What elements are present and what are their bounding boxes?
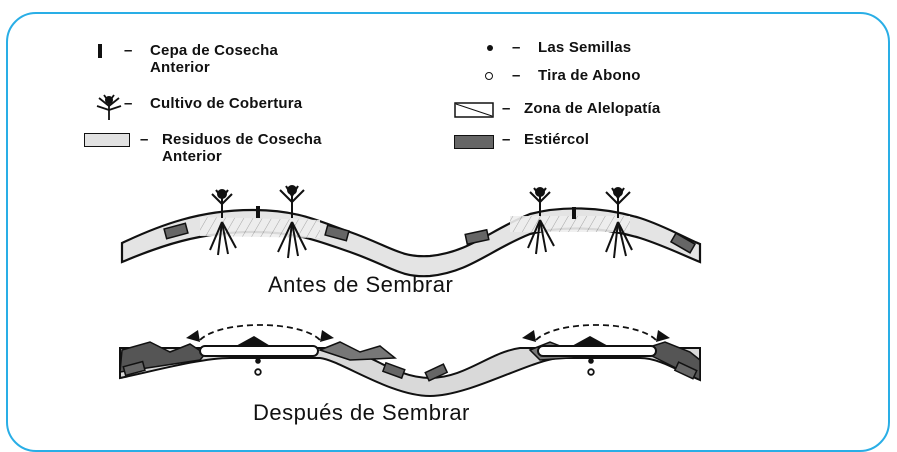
caption-after-planting: Después de Sembrar (253, 400, 470, 425)
soil-profile-diagrams (119, 185, 702, 398)
legend-label-residue-line1: Residuos de Cosecha (162, 131, 322, 148)
manure-block (669, 232, 697, 254)
manure-block (163, 222, 189, 240)
crop-stub-symbol (98, 44, 102, 58)
allelopathy-zone-symbol (454, 102, 494, 118)
manure-block (464, 228, 490, 246)
manure-block (122, 360, 146, 377)
legend-label-allelopathy: Zona de Alelopatía (524, 100, 661, 117)
allelopathy-zone (510, 216, 630, 232)
crop-stub (572, 207, 576, 219)
legend-label-cover-crop: Cultivo de Cobertura (150, 95, 303, 112)
allelopathy-zone (200, 217, 320, 238)
caption-before-planting: Antes de Sembrar (268, 272, 454, 297)
manure-block (673, 361, 698, 380)
manure-symbol (454, 135, 494, 149)
seed-row-mound (570, 336, 610, 347)
legend-dash: – (502, 100, 511, 117)
legend-dash: – (512, 67, 521, 84)
planting-strip (199, 345, 319, 357)
legend-label-crop-stub-line1: Cepa de Cosecha (150, 42, 279, 59)
residue-symbol (84, 133, 130, 147)
manure-block (381, 361, 406, 380)
seed-row-mound (234, 336, 272, 347)
cover-crop-symbol (96, 94, 122, 120)
before-planting-profile (120, 185, 702, 278)
legend-label-crop-stub-line2: Anterior (150, 59, 210, 76)
legend-dash: – (512, 39, 521, 56)
fertilizer-marker (587, 368, 595, 376)
legend-dash: – (124, 95, 133, 112)
crop-stub (256, 206, 260, 218)
manure-block (324, 224, 350, 242)
legend-dash: – (124, 42, 133, 59)
legend-label-residue-line2: Anterior (162, 148, 222, 165)
legend-label-manure: Estiércol (524, 131, 590, 148)
legend-dash: – (502, 131, 511, 148)
seed-marker (255, 358, 261, 364)
legend-label-seeds: Las Semillas (538, 39, 632, 56)
legend-label-fertilizer-strip: Tira de Abono (538, 67, 641, 84)
fertilizer-marker (254, 368, 262, 376)
manure-block (424, 363, 449, 382)
planting-strip (537, 345, 657, 357)
legend-dash: – (140, 131, 149, 148)
seed-symbol (487, 45, 493, 51)
fertilizer-strip-symbol (485, 72, 493, 80)
after-planting-profile (119, 324, 701, 398)
seed-marker (588, 358, 594, 364)
